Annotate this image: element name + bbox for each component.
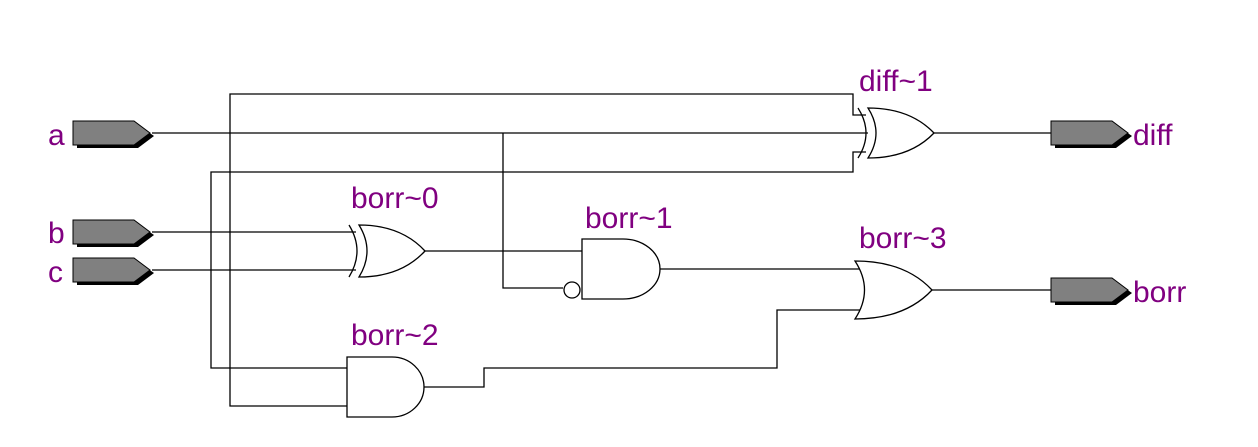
- port-label-a: a: [48, 119, 65, 152]
- wire-c-to-borr2: [210, 270, 353, 369]
- wire-b-bus: [229, 93, 866, 232]
- port-label-c: c: [48, 256, 63, 289]
- wires: [152, 93, 1052, 407]
- wire-b-to-borr2: [229, 232, 353, 407]
- wire-a-to-borr1: [502, 133, 563, 289]
- gate-label-diff1: diff~1: [859, 65, 933, 98]
- gate-borr1-and[interactable]: [563, 238, 661, 300]
- input-port-c[interactable]: [72, 257, 154, 285]
- output-port-diff[interactable]: [1050, 120, 1132, 148]
- wire-c-bus: [210, 151, 866, 270]
- gate-label-borr3: borr~3: [859, 222, 947, 255]
- gate-label-borr0: borr~0: [351, 182, 439, 215]
- gate-label-borr2: borr~2: [351, 319, 439, 352]
- port-label-borr: borr: [1133, 276, 1186, 309]
- inversion-bubble: [563, 281, 581, 299]
- gate-diff1-xor[interactable]: [857, 107, 935, 159]
- gate-borr0-xor[interactable]: [348, 224, 426, 278]
- labels: a b c diff borr diff~1 borr~0 borr~1 bor…: [48, 65, 1186, 352]
- port-label-b: b: [48, 217, 65, 250]
- port-label-diff: diff: [1133, 119, 1173, 152]
- input-port-b[interactable]: [72, 219, 154, 247]
- wire-borr2-to-borr3: [424, 309, 861, 388]
- gate-borr2-and[interactable]: [346, 356, 425, 418]
- gate-borr3-or[interactable]: [853, 260, 933, 320]
- gate-label-borr1: borr~1: [585, 202, 673, 235]
- input-port-a[interactable]: [72, 120, 154, 148]
- output-port-borr[interactable]: [1050, 277, 1132, 305]
